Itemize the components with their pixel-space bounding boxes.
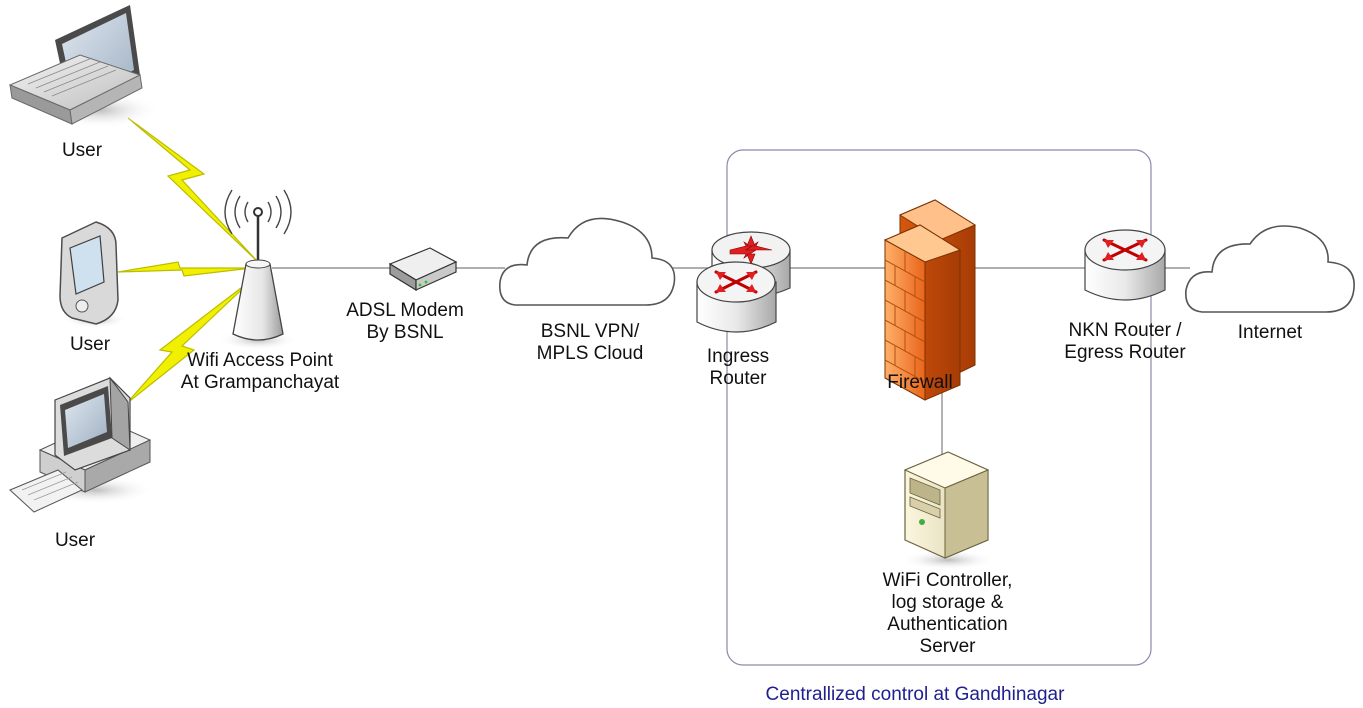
pda-user-label: User (69, 334, 111, 355)
modem-label-line2: By BSNL (366, 322, 444, 343)
egress-router-label: NKN Router / Egress Router (1050, 320, 1200, 364)
centralized-control-boundary (726, 149, 1152, 666)
server-label-line3: Authentication (887, 614, 1008, 635)
server-label: WiFi Controller, log storage & Authentic… (860, 570, 1035, 658)
egress-router-label-line2: Egress Router (1064, 342, 1186, 363)
pda-icon (59, 221, 127, 328)
wireless-access-point-icon (218, 189, 298, 350)
desktop-computer-icon (9, 376, 155, 513)
access-point-label: Wifi Access Point At Grampanchayat (160, 350, 360, 394)
firewall-icon (883, 199, 977, 401)
egress-router-icon (1084, 229, 1166, 301)
modem-label-line1: ADSL Modem (346, 300, 464, 321)
laptop-icon (8, 5, 160, 128)
desktop-user-label: User (54, 530, 96, 551)
bsnl-cloud-label-line2: MPLS Cloud (536, 343, 644, 364)
laptop-user-label: User (61, 140, 103, 161)
bsnl-cloud-label: BSNL VPN/ MPLS Cloud (515, 321, 665, 365)
group-caption: Centrallized control at Gandhinagar (765, 684, 1065, 705)
wireless-link-pda (117, 261, 253, 277)
modem-label: ADSL Modem By BSNL (340, 300, 470, 344)
server-label-line1: WiFi Controller, (882, 570, 1013, 591)
wired-links (272, 267, 1190, 465)
wireless-link-laptop (127, 117, 259, 263)
ingress-router-label-line2: Router (709, 368, 767, 389)
firewall-label: Firewall (887, 372, 953, 393)
router-front (696, 261, 777, 333)
server-icon (900, 451, 996, 570)
adsl-modem-icon (388, 247, 458, 292)
ingress-router-label: Ingress Router (693, 346, 783, 390)
egress-router-label-line1: NKN Router / (1068, 320, 1182, 341)
bsnl-cloud-icon (498, 217, 676, 306)
ingress-router-label-line1: Ingress (706, 346, 770, 367)
ingress-router-icon (696, 231, 791, 333)
internet-label: Internet (1237, 322, 1303, 343)
access-point-label-line1: Wifi Access Point (187, 350, 333, 371)
bsnl-cloud-label-line1: BSNL VPN/ (540, 321, 640, 342)
server-label-line2: log storage & (891, 592, 1004, 613)
access-point-label-line2: At Grampanchayat (180, 372, 340, 393)
server-label-line4: Server (919, 636, 976, 657)
internet-cloud-icon (1185, 225, 1355, 313)
